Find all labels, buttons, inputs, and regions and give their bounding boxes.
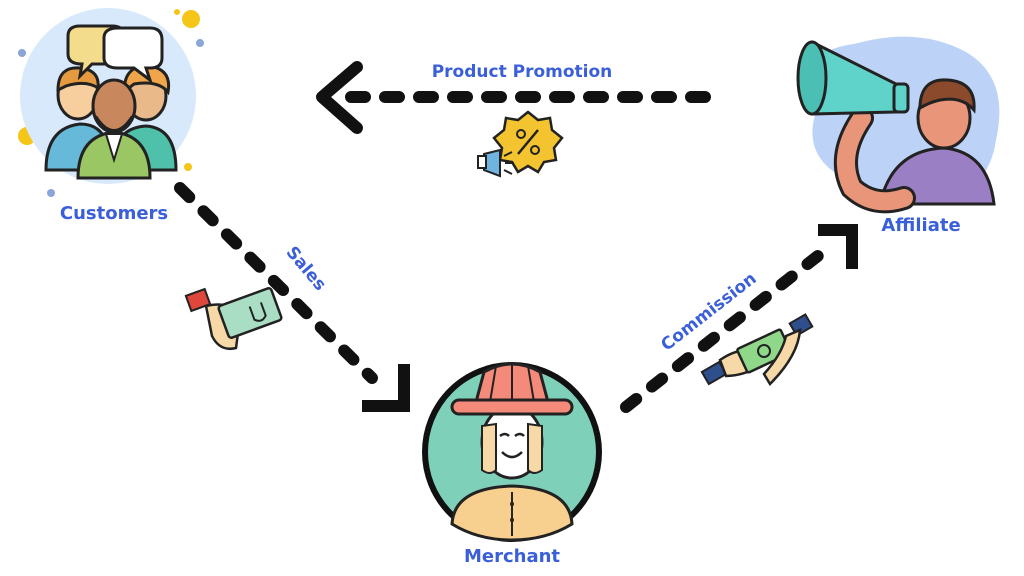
customers-group-icon bbox=[18, 8, 204, 197]
hand-cash-icon bbox=[700, 313, 814, 387]
affiliate-label: Affiliate bbox=[881, 215, 960, 236]
edge-label-product-promotion: Product Promotion bbox=[432, 62, 613, 82]
customers-label: Customers bbox=[60, 203, 168, 224]
customers-node: Customers bbox=[18, 8, 204, 224]
arrow-commission bbox=[620, 224, 858, 413]
merchant-label: Merchant bbox=[464, 546, 560, 567]
affiliate-node: Affiliate bbox=[796, 36, 1000, 236]
merchant-node: Merchant bbox=[422, 362, 602, 567]
promotion-discount-megaphone-icon bbox=[477, 110, 564, 178]
arrow-product-promotion bbox=[316, 61, 711, 134]
edge-label-sales: Sales bbox=[282, 243, 330, 295]
arrow-sales bbox=[174, 182, 410, 412]
merchant-icon bbox=[422, 362, 602, 542]
affiliate-megaphone-icon bbox=[796, 36, 1000, 214]
hand-card-icon bbox=[184, 287, 283, 350]
